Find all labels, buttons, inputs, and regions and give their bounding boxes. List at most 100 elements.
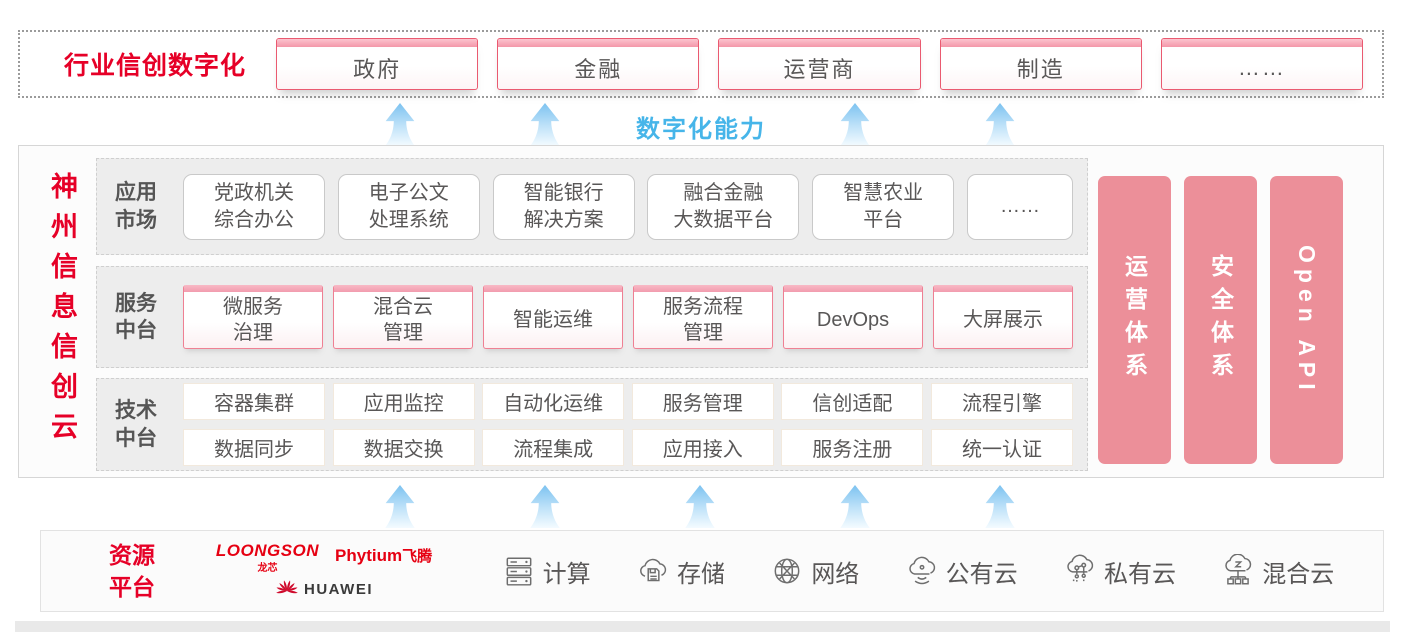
card-line: 管理 <box>383 322 423 344</box>
card-top-accent <box>484 285 622 292</box>
card-top-accent <box>934 285 1072 292</box>
resource-title-line: 资源 <box>109 541 155 568</box>
card-line: 处理系统 <box>368 208 449 231</box>
tech-card: 服务注册 <box>781 429 924 466</box>
cloud-platform-panel: 神州信息信创云 应用 市场 党政机关 综合办公 电子公文 处理系统 智能银行 解… <box>18 145 1384 478</box>
industry-label: 制造 <box>1016 57 1065 82</box>
up-arrow-icon <box>530 484 560 528</box>
bottom-divider-strip <box>15 621 1390 632</box>
up-arrow-icon <box>840 102 870 146</box>
resource-item-public-cloud: 公有云 <box>905 554 1018 589</box>
resource-platform-band: 资源 平台 LOONGSON 龙芯 Phytium飞腾 <box>40 530 1384 612</box>
service-card: DevOps <box>783 285 923 349</box>
tech-platform-row: 技术 中台 容器集群 应用监控 自动化运维 服务管理 信创适配 流程引擎 数据同… <box>96 378 1088 471</box>
app-card: 融合金融 大数据平台 <box>647 173 800 240</box>
resource-item-storage: 存储 <box>636 554 725 589</box>
service-card: 混合云 管理 <box>333 285 473 349</box>
up-arrow-icon <box>685 484 715 528</box>
app-market-row: 应用 市场 党政机关 综合办公 电子公文 处理系统 智能银行 解决方案 融合金融… <box>96 158 1088 255</box>
service-card: 智能运维 <box>483 285 623 349</box>
card-line: 融合金融 <box>683 181 764 204</box>
phytium-logo: Phytium飞腾 <box>335 545 432 566</box>
service-card: 大屏展示 <box>933 285 1073 349</box>
card-top-accent <box>634 285 772 292</box>
resource-item-label: 存储 <box>676 560 725 588</box>
card-top-accent <box>184 285 322 292</box>
storage-icon <box>640 558 667 582</box>
tech-card: 流程集成 <box>482 429 625 466</box>
service-platform-row: 服务 中台 微服务 治理 混合云 管理 智能运维 <box>96 266 1088 368</box>
card-line: 党政机关 <box>214 181 294 204</box>
vendor-logos: LOONGSON 龙芯 Phytium飞腾 HUAWE <box>209 541 439 601</box>
card-line: 智能运维 <box>513 309 593 331</box>
industry-label: …… <box>1237 55 1286 80</box>
resource-items: 计算 存储 网络 公有云 <box>439 554 1383 589</box>
card-line: 管理 <box>683 322 723 344</box>
industry-label: 政府 <box>353 57 402 82</box>
tech-card: 信创适配 <box>781 383 924 420</box>
row-label-line: 技术 <box>115 399 157 423</box>
industry-box-accent <box>498 39 699 47</box>
tech-card: 统一认证 <box>930 429 1073 466</box>
tech-card: 数据交换 <box>332 429 475 466</box>
tech-card: 容器集群 <box>183 383 325 420</box>
app-card: 智慧农业 平台 <box>812 173 955 240</box>
resource-item-network: 网络 <box>770 554 859 589</box>
network-icon <box>774 558 800 584</box>
tech-cards-line1: 容器集群 应用监控 自动化运维 服务管理 信创适配 流程引擎 <box>183 383 1073 420</box>
row-label-line: 应用 <box>115 181 157 205</box>
public-cloud-icon <box>908 556 935 585</box>
digital-capability-label: 数字化能力 <box>636 116 766 143</box>
huawei-flower-icon <box>276 580 298 594</box>
up-arrow-icon <box>385 102 415 146</box>
industry-box-more: …… <box>1160 38 1364 90</box>
card-line: 智慧农业 <box>843 181 924 204</box>
tech-card: 应用接入 <box>631 429 774 466</box>
card-line: …… <box>999 195 1040 217</box>
card-line: 微服务 <box>223 296 283 318</box>
tech-cards: 容器集群 应用监控 自动化运维 服务管理 信创适配 流程引擎 数据同步 数据交换… <box>183 383 1073 466</box>
resource-item-label: 混合云 <box>1262 560 1335 588</box>
resource-item-private-cloud: 私有云 <box>1063 554 1176 589</box>
industry-label: 金融 <box>574 57 623 82</box>
industry-label: 运营商 <box>783 57 856 82</box>
tech-card: 服务管理 <box>631 383 774 420</box>
loongson-cn-label: 龙芯 <box>257 563 278 574</box>
row-label-line: 市场 <box>115 208 157 232</box>
card-top-accent <box>784 285 922 292</box>
card-line: 治理 <box>233 322 273 344</box>
phytium-wordmark: Phytium <box>335 546 403 565</box>
card-line: 电子公文 <box>368 181 449 204</box>
resource-item-label: 计算 <box>542 560 591 588</box>
resource-item-label: 网络 <box>811 560 860 588</box>
compute-icon <box>506 557 532 586</box>
row-label-line: 服务 <box>115 291 157 315</box>
industry-box-government: 政府 <box>276 38 479 90</box>
resource-title-line: 平台 <box>109 574 155 600</box>
private-cloud-icon <box>1067 554 1094 583</box>
service-cards: 微服务 治理 混合云 管理 智能运维 服务流程 <box>183 285 1073 349</box>
industry-digitalization-band: 行业信创数字化 政府 金融 运营商 制造 …… <box>18 30 1384 98</box>
industry-box-telecom: 运营商 <box>718 38 921 90</box>
industry-box-accent <box>277 39 478 47</box>
up-arrow-icon <box>985 102 1015 146</box>
resource-item-label: 公有云 <box>945 560 1018 588</box>
tech-cards-line2: 数据同步 数据交换 流程集成 应用接入 服务注册 统一认证 <box>183 429 1073 466</box>
up-arrow-icon <box>530 102 560 146</box>
card-line: 智能银行 <box>523 181 604 204</box>
app-market-cards: 党政机关 综合办公 电子公文 处理系统 智能银行 解决方案 融合金融 大数据平台… <box>183 173 1073 240</box>
huawei-wordmark: HUAWEI <box>304 580 373 598</box>
resource-item-compute: 计算 <box>502 554 591 589</box>
industry-band-title: 行业信创数字化 <box>64 52 247 80</box>
resource-platform-title: 资源 平台 <box>109 539 209 603</box>
card-top-accent <box>334 285 472 292</box>
row-label-line: 中台 <box>115 426 157 450</box>
app-market-label: 应用 市场 <box>115 179 173 234</box>
industry-box-accent <box>940 39 1141 47</box>
tech-card: 流程引擎 <box>930 383 1073 420</box>
service-platform-label: 服务 中台 <box>115 290 173 345</box>
card-line: 大数据平台 <box>673 208 774 231</box>
card-line: 服务流程 <box>663 296 743 318</box>
card-line: 混合云 <box>373 296 433 318</box>
resource-item-hybrid-cloud: 混合云 <box>1221 554 1334 589</box>
